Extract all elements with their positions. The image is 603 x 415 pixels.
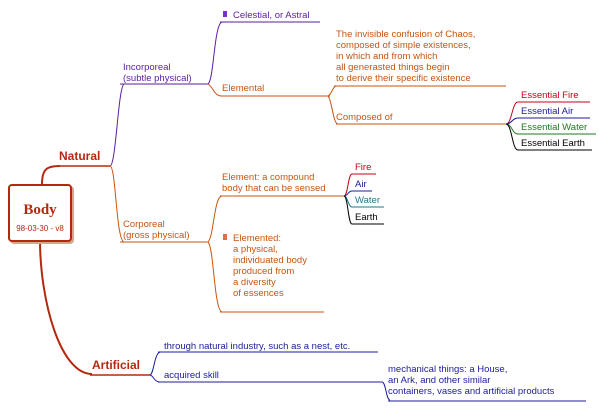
topic-marker-icon xyxy=(223,11,227,17)
connector-incorporeal-elemental xyxy=(207,83,223,97)
elemented-node[interactable]: Elemented: a physical, individuated body… xyxy=(233,233,307,299)
air-node[interactable]: Air xyxy=(355,179,367,190)
essential-earth-node[interactable]: Essential Earth xyxy=(521,138,585,149)
artificial-node[interactable]: Artificial xyxy=(92,358,141,372)
incorporeal-node[interactable]: Incorporeal (subtle physical) xyxy=(123,62,192,84)
root-title: Body xyxy=(23,202,57,218)
connector-air xyxy=(343,190,353,197)
connector-root-artificial xyxy=(39,239,93,375)
celestial-node[interactable]: Celestial, or Astral xyxy=(233,10,310,21)
element-node[interactable]: Element: a compound body that can be sen… xyxy=(222,172,326,194)
water-node[interactable]: Water xyxy=(355,195,380,206)
composed-of-node[interactable]: Composed of xyxy=(336,112,393,123)
mechanical-things-node[interactable]: mechanical things: a House, an Ark, and … xyxy=(388,364,555,397)
corporeal-node[interactable]: Corporeal (gross physical) xyxy=(123,219,190,241)
natural-industry-node[interactable]: through natural industry, such as a nest… xyxy=(164,341,351,352)
acquired-skill-node[interactable]: acquired skill xyxy=(164,370,219,381)
connector-elemental-description xyxy=(327,85,337,97)
connector-natural-incorporeal xyxy=(109,83,125,167)
earth-node[interactable]: Earth xyxy=(355,212,378,223)
connector-elemental-composed xyxy=(327,95,339,125)
topic-marker-icon xyxy=(223,234,227,240)
connector-skill-description xyxy=(381,381,391,401)
connector-fire xyxy=(343,173,353,197)
natural-node[interactable]: Natural xyxy=(59,149,101,163)
connector-artificial-skill xyxy=(149,374,161,383)
connector-root-natural xyxy=(41,165,61,185)
connector-corporeal-elemented xyxy=(207,241,223,313)
essential-water-node[interactable]: Essential Water xyxy=(521,122,588,133)
chaos-description-node[interactable]: The invisible confusion of Chaos, compos… xyxy=(336,29,476,84)
fire-node[interactable]: Fire xyxy=(355,162,372,173)
root-subtitle: 98-03-30 - v8 xyxy=(16,224,64,233)
connector-natural-corporeal xyxy=(109,165,125,243)
elemental-node[interactable]: Elemental xyxy=(222,83,265,94)
connector-artificial-industry xyxy=(149,351,161,376)
essential-fire-node[interactable]: Essential Fire xyxy=(521,90,579,101)
essential-air-node[interactable]: Essential Air xyxy=(521,106,574,117)
connector-earth xyxy=(343,195,353,225)
connector-corporeal-element xyxy=(207,195,223,243)
connector-essential-earth xyxy=(505,123,519,151)
connector-incorporeal-celestial xyxy=(207,21,223,85)
root-node[interactable]: Body 98-03-30 - v8 xyxy=(8,184,72,242)
